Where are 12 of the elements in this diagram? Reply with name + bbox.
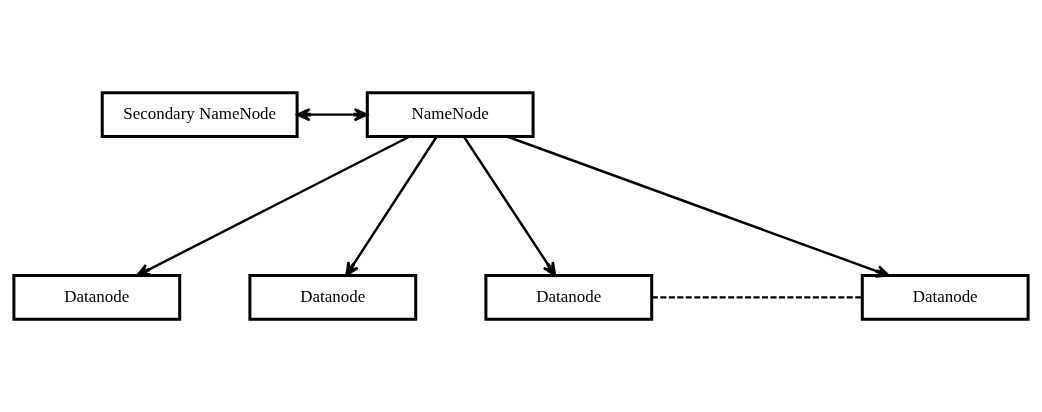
arrow — [296, 107, 368, 122]
node-box: Secondary NameNode — [100, 91, 299, 138]
arrow — [345, 135, 438, 277]
node-box: Datanode — [484, 274, 654, 321]
node-box: Datanode — [12, 274, 182, 321]
node-box: Datanode — [248, 274, 418, 321]
node-box: Datanode — [860, 274, 1030, 321]
node-box: NameNode — [365, 91, 535, 138]
arrow — [462, 135, 557, 277]
connector — [651, 296, 863, 299]
arrow — [136, 135, 411, 277]
arrow — [506, 135, 890, 278]
